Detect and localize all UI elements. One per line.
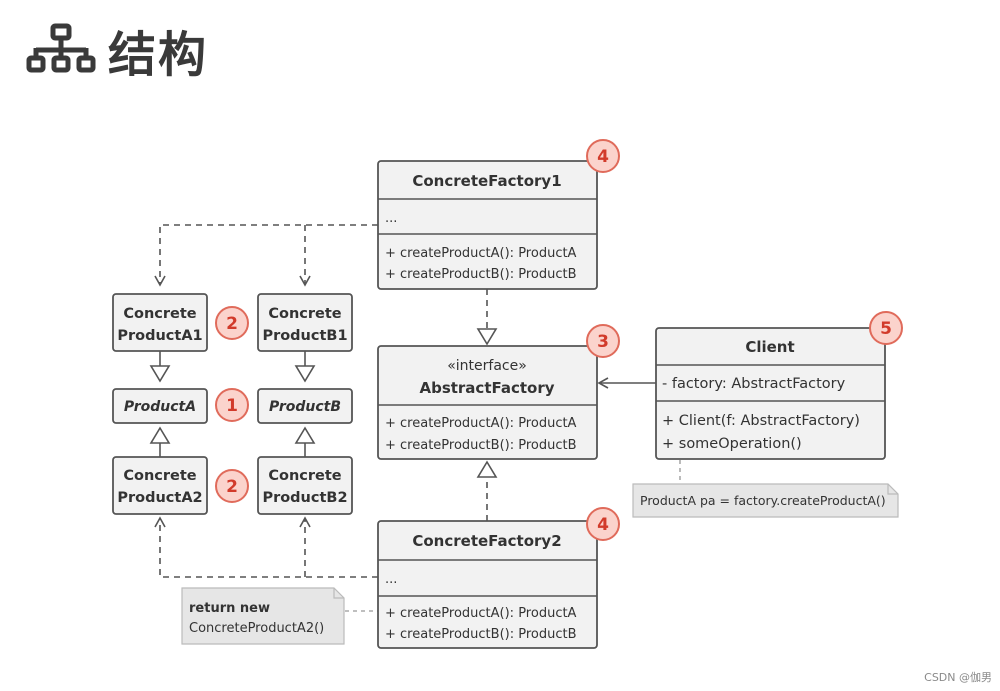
- triangle-product-a-top: [149, 365, 171, 383]
- class-concrete-factory-1: ConcreteFactory1 ... + createProductA():…: [377, 160, 598, 290]
- badge-product-a: 1: [215, 388, 249, 422]
- badge-af: 3: [586, 324, 620, 358]
- badge-product-a2: 2: [215, 469, 249, 503]
- class-concrete-factory-2: ConcreteFactory2 ... + createProductA():…: [377, 520, 598, 649]
- svg-text:5: 5: [880, 319, 892, 339]
- method: + createProductB(): ProductB: [385, 627, 577, 642]
- svg-text:2: 2: [226, 314, 238, 334]
- interface-abstract-factory: «interface» AbstractFactory + createProd…: [377, 345, 598, 460]
- fields: ...: [385, 211, 397, 226]
- method: + createProductA(): ProductA: [385, 416, 577, 431]
- method: + createProductB(): ProductB: [385, 438, 577, 453]
- class-name: Client: [745, 338, 794, 356]
- interface-product-a: ProductA: [112, 388, 208, 424]
- interface-name: AbstractFactory: [419, 379, 554, 397]
- stereotype: «interface»: [447, 358, 527, 374]
- svg-text:1: 1: [226, 396, 238, 416]
- class-name: ConcreteFactory2: [412, 532, 561, 550]
- name-line2: ProductB2: [262, 490, 347, 506]
- note-text-line1: return new: [189, 601, 270, 616]
- triangle-af-top: [476, 328, 498, 346]
- triangle-af-bottom: [476, 460, 498, 478]
- note-text: ProductA pa = factory.createProductA(): [640, 493, 886, 508]
- triangles: [149, 328, 498, 478]
- interface-name: ProductB: [269, 399, 341, 415]
- method: + createProductA(): ProductA: [385, 246, 577, 261]
- class-concrete-product-b2: Concrete ProductB2: [257, 456, 353, 515]
- name-line2: ProductA2: [117, 490, 202, 506]
- interface-name: ProductA: [124, 399, 196, 415]
- class-name: ConcreteFactory1: [412, 172, 561, 190]
- badge-client: 5: [869, 311, 903, 345]
- class-client: Client - factory: AbstractFactory + Clie…: [655, 327, 886, 460]
- triangle-product-a-bottom: [149, 426, 171, 444]
- fields: - factory: AbstractFactory: [662, 376, 846, 392]
- triangle-product-b-top: [294, 365, 316, 383]
- dependency-cf1-products: [154, 224, 378, 287]
- interface-product-b: ProductB: [257, 388, 353, 424]
- class-concrete-product-a1: Concrete ProductA1: [112, 293, 208, 352]
- name-line2: ProductB1: [262, 328, 347, 344]
- name-line1: Concrete: [268, 306, 341, 322]
- badge-product-a1: 2: [215, 306, 249, 340]
- page-title: 结构: [26, 18, 209, 83]
- name-line2: ProductA1: [117, 328, 202, 344]
- method: + Client(f: AbstractFactory): [662, 413, 860, 429]
- title-text: 结构: [108, 27, 209, 83]
- watermark: CSDN @伽男: [924, 671, 992, 684]
- name-line1: Concrete: [123, 468, 196, 484]
- svg-text:2: 2: [226, 477, 238, 497]
- note-concrete-factory-2: return new ConcreteProductA2(): [181, 587, 345, 645]
- svg-text:3: 3: [597, 332, 609, 352]
- note-text-line2: ConcreteProductA2(): [189, 621, 324, 636]
- method: + someOperation(): [662, 436, 802, 452]
- class-concrete-product-a2: Concrete ProductA2: [112, 456, 208, 515]
- fields: ...: [385, 572, 397, 587]
- badges: 4 3 4 5 2 1 2: [215, 139, 903, 541]
- method: + createProductB(): ProductB: [385, 267, 577, 282]
- badge-cf1: 4: [586, 139, 620, 173]
- note-client: ProductA pa = factory.createProductA(): [632, 483, 899, 518]
- connectors: [154, 224, 681, 612]
- triangle-product-b-bottom: [294, 426, 316, 444]
- badge-cf2: 4: [586, 507, 620, 541]
- svg-text:4: 4: [597, 515, 609, 535]
- name-line1: Concrete: [268, 468, 341, 484]
- dependency-cf2-products: [154, 516, 378, 578]
- structure-icon: [26, 23, 96, 73]
- method: + createProductA(): ProductA: [385, 606, 577, 621]
- svg-text:4: 4: [597, 147, 609, 167]
- name-line1: Concrete: [123, 306, 196, 322]
- class-concrete-product-b1: Concrete ProductB1: [257, 293, 353, 352]
